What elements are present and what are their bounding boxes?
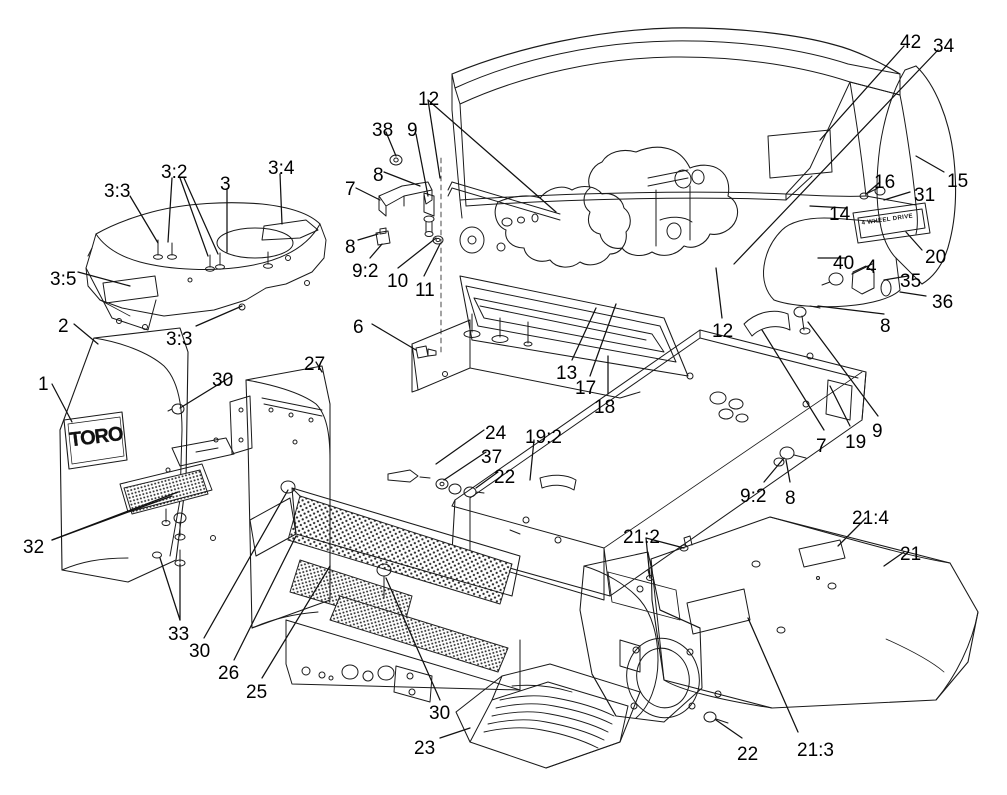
callout-label-21-4: 21:4 — [852, 508, 889, 529]
fitting-9-2 — [375, 227, 391, 246]
callout-label-7: 7 — [345, 179, 356, 200]
callout-label-34: 34 — [933, 36, 955, 57]
callout-label-32: 32 — [23, 537, 45, 558]
callout-label-8: 8 — [345, 237, 356, 258]
callout-label-9-2: 9:2 — [352, 261, 379, 282]
callout-label-8: 8 — [785, 488, 796, 509]
callout-label-4: 4 — [866, 257, 877, 278]
callout-label-3-5: 3:5 — [50, 269, 77, 290]
callout-label-21-3: 21:3 — [797, 740, 834, 761]
top-panel-3 — [85, 202, 327, 331]
callout-label-30: 30 — [212, 370, 234, 391]
callout-label-35: 35 — [900, 271, 922, 292]
callout-label-17: 17 — [575, 378, 597, 399]
callout-label-16: 16 — [874, 172, 896, 193]
callout-label-13: 13 — [556, 363, 578, 384]
step-23 — [455, 663, 641, 769]
callout-label-9: 9 — [407, 120, 418, 141]
callout-label-6: 6 — [353, 317, 364, 338]
callout-label-15: 15 — [947, 171, 969, 192]
callout-label-8: 8 — [373, 165, 384, 186]
callout-label-26: 26 — [218, 663, 240, 684]
callout-label-14: 14 — [829, 204, 851, 225]
callout-label-24: 24 — [485, 423, 507, 444]
fasteners-left — [152, 403, 392, 599]
callout-label-8: 8 — [880, 316, 891, 337]
callout-label-37: 37 — [481, 447, 503, 468]
callout-label-33: 33 — [168, 624, 190, 645]
rear-fender-21 — [646, 516, 979, 709]
callout-label-12: 12 — [418, 89, 440, 110]
right-fender-15 — [763, 65, 957, 308]
callout-label-3-4: 3:4 — [268, 158, 295, 179]
left-console-blob — [440, 157, 631, 353]
fitting-9 — [423, 192, 435, 237]
callout-label-1: 1 — [38, 374, 49, 395]
fasteners-right — [773, 186, 892, 467]
callout-label-19-2: 19:2 — [525, 427, 562, 448]
callout-label-10: 10 — [387, 271, 409, 292]
floor-mesh-panel — [119, 437, 521, 703]
callout-label-2: 2 — [58, 316, 69, 337]
callout-label-27: 27 — [304, 354, 326, 375]
callout-label-23: 23 — [414, 738, 436, 759]
fasteners-mid — [387, 469, 485, 498]
callout-label-7: 7 — [816, 436, 827, 457]
callout-label-22: 22 — [494, 467, 516, 488]
callout-label-30: 30 — [429, 703, 451, 724]
callout-label-18: 18 — [594, 397, 616, 418]
callout-label-3: 3 — [220, 174, 231, 195]
callout-label-3-2: 3:2 — [161, 162, 188, 183]
callout-label-22: 22 — [737, 744, 759, 765]
callout-label-11: 11 — [415, 280, 435, 301]
screw-6 — [415, 345, 437, 359]
screw-11 — [432, 235, 444, 245]
callout-label-19: 19 — [845, 432, 867, 453]
callout-label-3-3: 3:3 — [104, 181, 131, 202]
callout-label-9-2: 9:2 — [740, 486, 767, 507]
rear-housing — [579, 551, 729, 724]
callout-label-25: 25 — [246, 682, 268, 703]
callout-label-36: 36 — [932, 292, 954, 313]
side-panel-2 — [59, 327, 189, 583]
callout-label-38: 38 — [372, 120, 394, 141]
callout-label-3-3: 3:3 — [166, 329, 193, 350]
hood-assembly — [451, 27, 918, 235]
console-center — [583, 146, 739, 257]
callout-label-9: 9 — [872, 421, 883, 442]
main-frame — [411, 275, 867, 601]
callout-label-21: 21 — [900, 544, 922, 565]
callout-label-20: 20 — [925, 247, 947, 268]
callout-label-12: 12 — [712, 321, 734, 342]
panel-27 — [210, 365, 331, 629]
callout-label-42: 42 — [900, 32, 922, 53]
callout-label-40: 40 — [833, 253, 855, 274]
callout-label-30: 30 — [189, 641, 211, 662]
callout-label-31: 31 — [914, 185, 936, 206]
leader-lines — [51, 45, 945, 739]
callout-label-21-2: 21:2 — [623, 527, 660, 548]
